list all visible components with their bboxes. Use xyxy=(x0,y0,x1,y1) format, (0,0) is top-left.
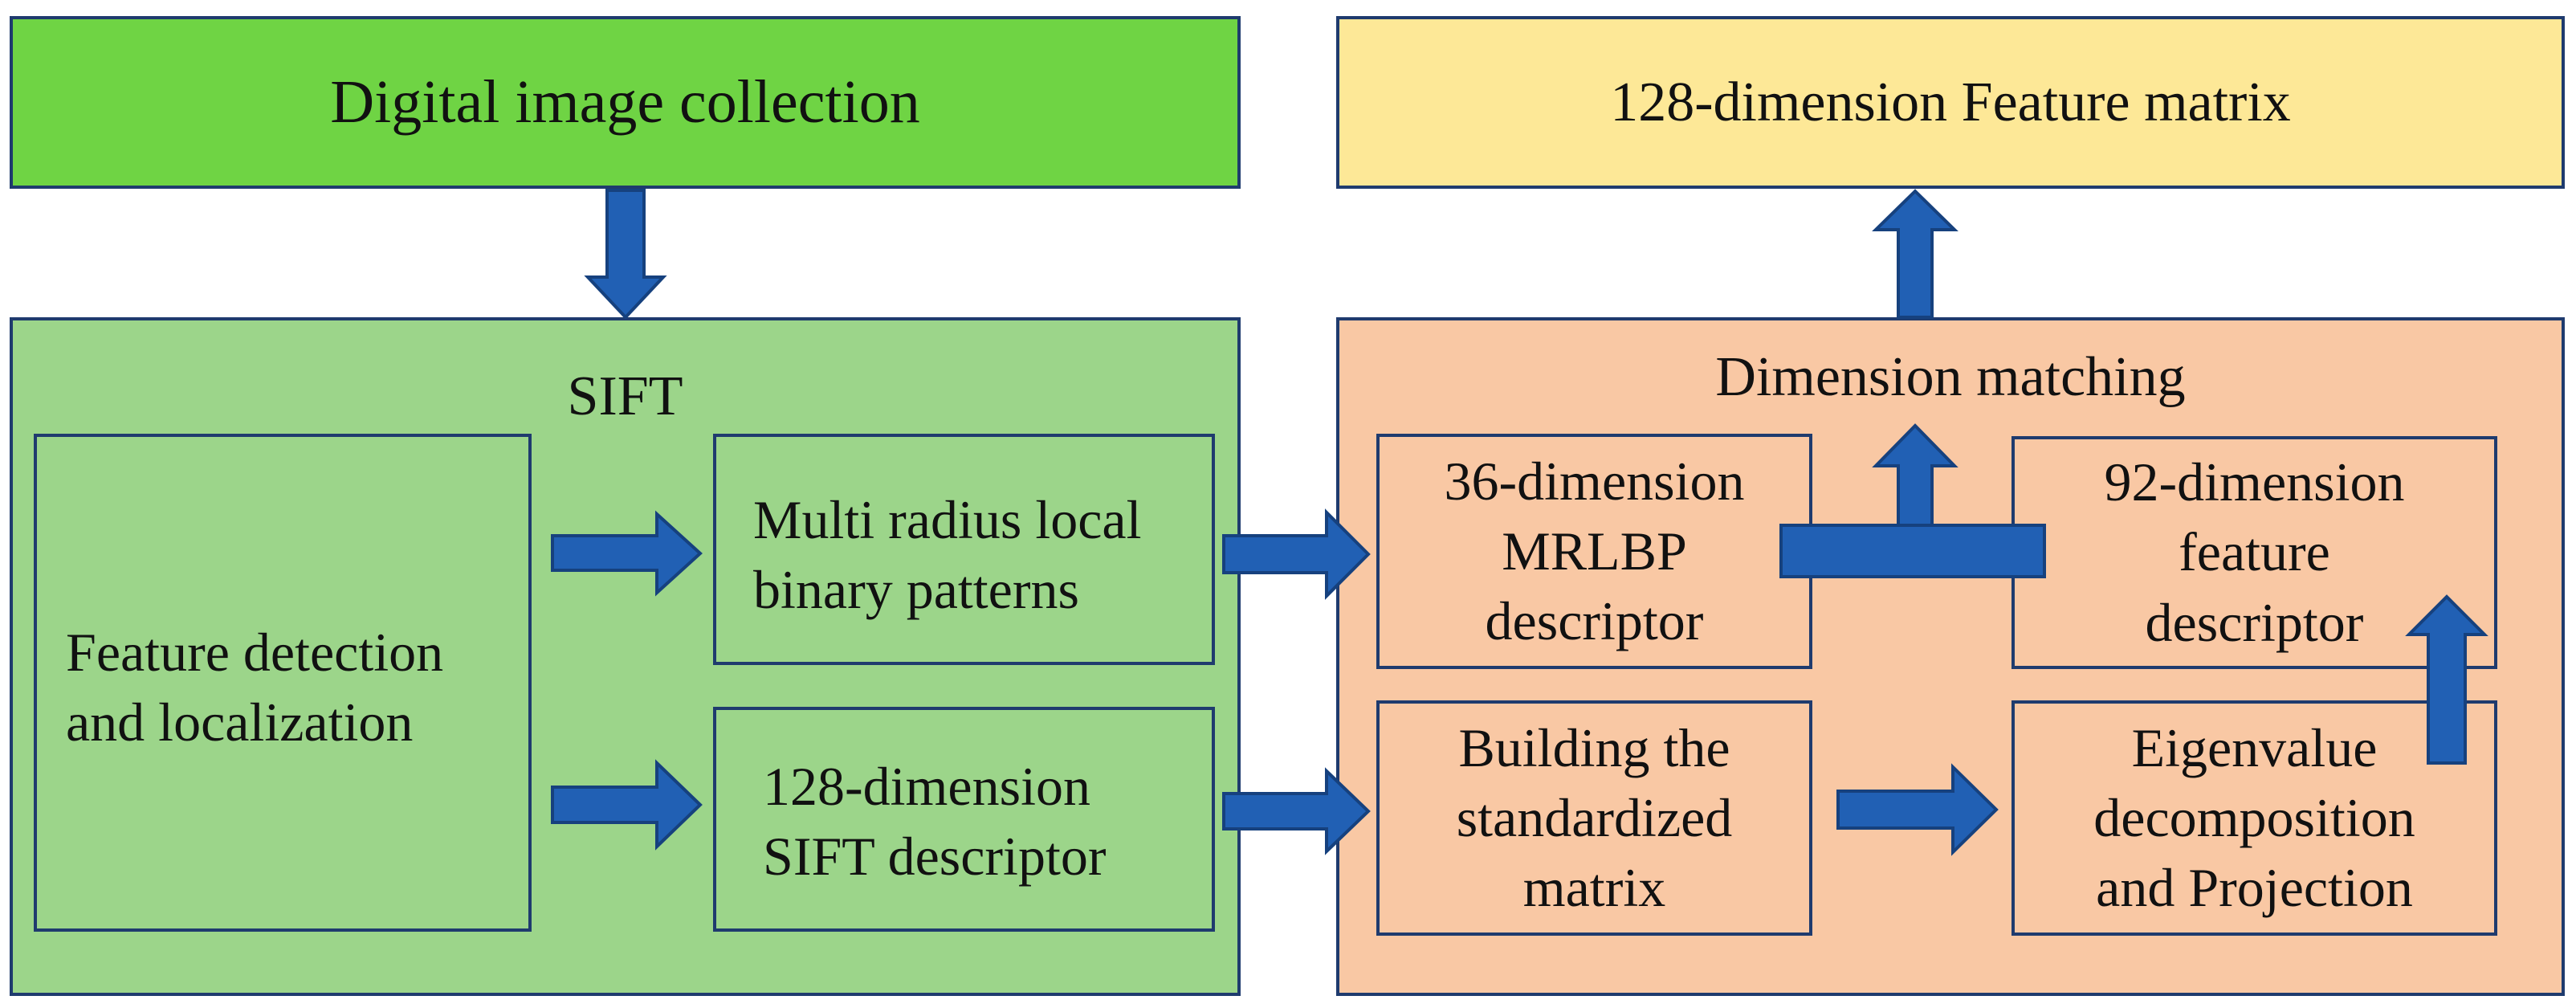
standardized-matrix-box: Building the standardized matrix xyxy=(1376,700,1812,936)
digital-image-collection-label: Digital image collection xyxy=(330,68,920,136)
arrow-down-to-sift xyxy=(584,189,667,320)
arrow-concatenation-up xyxy=(1872,423,1958,527)
arrow-standardized-to-eigenvalue xyxy=(1836,763,1999,856)
arrow-lbp-to-mrlbp xyxy=(1222,508,1371,600)
feature-matrix-128-box: 128-dimension Feature matrix xyxy=(1336,16,2565,189)
arrow-detection-to-lbp xyxy=(551,510,703,597)
arrow-up-to-feature-matrix xyxy=(1872,189,1958,319)
feature-descriptor-92-label: 92-dimension feature descriptor xyxy=(2104,451,2405,653)
arrow-detection-to-sift-descriptor xyxy=(551,759,703,851)
arrow-eigenvalue-to-92-descriptor xyxy=(2405,594,2488,765)
feature-detection-box: Feature detection and localization xyxy=(34,434,532,932)
standardized-matrix-label: Building the standardized matrix xyxy=(1456,716,1733,919)
concatenation-bar xyxy=(1779,524,2046,578)
eigenvalue-decomposition-box: Eigenvalue decomposition and Projection xyxy=(2011,700,2497,936)
sift-descriptor-128-box: 128-dimension SIFT descriptor xyxy=(713,707,1215,932)
feature-matrix-128-label: 128-dimension Feature matrix xyxy=(1610,71,2291,133)
multi-radius-lbp-box: Multi radius local binary patterns xyxy=(713,434,1215,665)
eigenvalue-decomposition-label: Eigenvalue decomposition and Projection xyxy=(2093,716,2415,919)
dimension-matching-title: Dimension matching xyxy=(1715,346,2186,408)
sift-title: SIFT xyxy=(567,365,683,427)
arrow-sift-descriptor-to-standardized xyxy=(1222,767,1371,855)
mrlbp-descriptor-36-label: 36-dimension MRLBP descriptor xyxy=(1444,450,1745,652)
mrlbp-descriptor-36-box: 36-dimension MRLBP descriptor xyxy=(1376,434,1812,669)
sift-descriptor-128-label: 128-dimension SIFT descriptor xyxy=(763,756,1107,888)
multi-radius-lbp-label: Multi radius local binary patterns xyxy=(753,489,1142,621)
feature-detection-label: Feature detection and localization xyxy=(66,622,444,753)
digital-image-collection-box: Digital image collection xyxy=(10,16,1241,189)
